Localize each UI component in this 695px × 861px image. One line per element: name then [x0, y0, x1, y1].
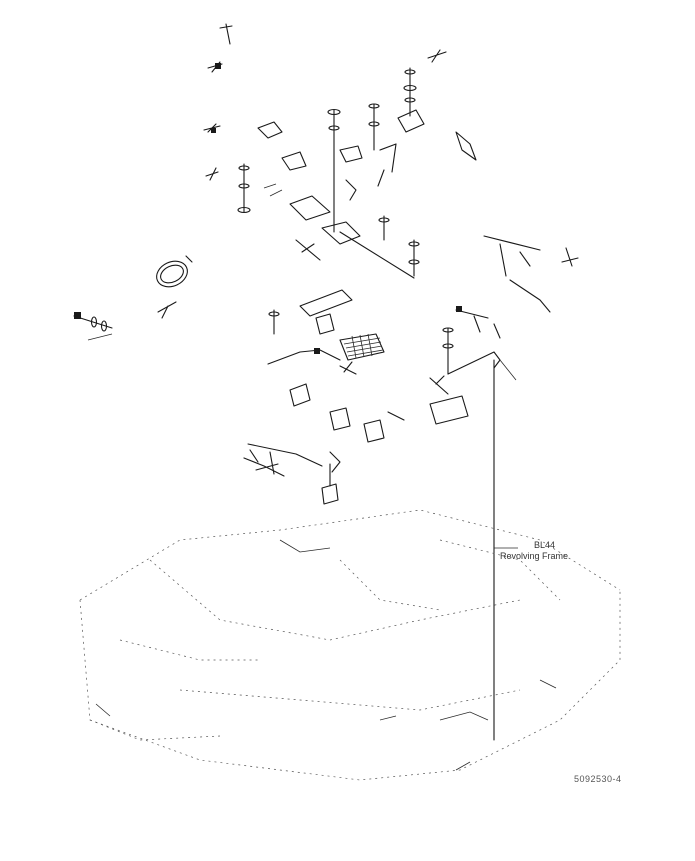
- lower-fitting-cluster: [243, 443, 341, 505]
- callout-reference: BL44: [534, 540, 556, 550]
- mount-plate-cluster: [267, 289, 405, 443]
- bolt-stack-upper: [237, 67, 420, 277]
- ring-gasket: [156, 255, 193, 319]
- callout-description: Revolving Frame: [500, 551, 569, 561]
- bolt-left: [73, 312, 113, 341]
- revolving-frame-outline: [79, 509, 621, 781]
- lever-assembly-right: [483, 235, 579, 313]
- bolt-group-top: [203, 23, 447, 181]
- drawing-number: 5092530-4: [574, 774, 622, 784]
- pipe-assembly-right: [429, 306, 517, 741]
- callout-label: BL44 Revolving Frame: [500, 540, 568, 562]
- bracket-assembly-upper: [257, 109, 477, 279]
